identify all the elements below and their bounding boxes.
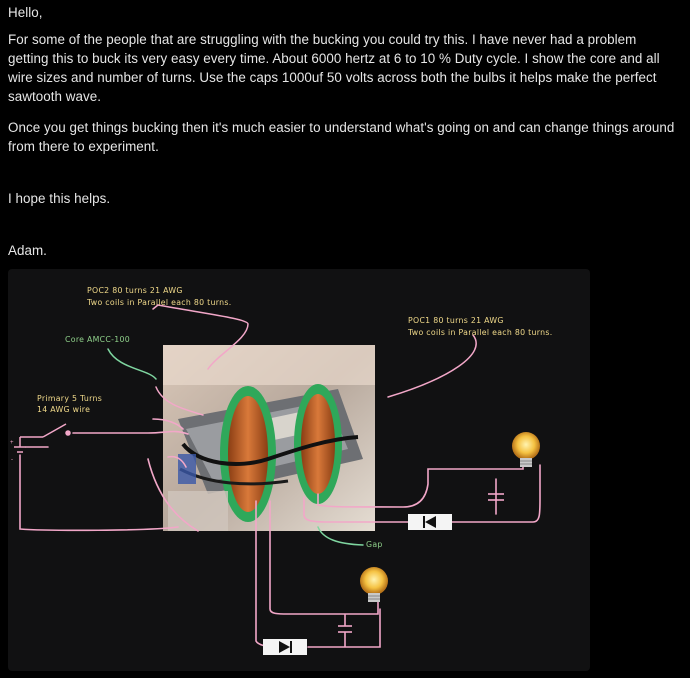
label-primary-line1: Primary 5 Turns (37, 394, 102, 403)
diagram-labels: POC2 80 turns 21 AWG Two coils in Parall… (37, 286, 553, 549)
paragraph-hope: I hope this helps. (8, 191, 111, 206)
label-poc2-line1: POC2 80 turns 21 AWG (87, 286, 183, 295)
label-poc2-line2: Two coils in Parallel each 80 turns. (86, 298, 232, 307)
label-primary-line2: 14 AWG wire (37, 405, 90, 414)
label-poc1-line1: POC1 80 turns 21 AWG (408, 316, 504, 325)
label-core: Core AMCC-100 (65, 335, 130, 344)
signoff: Adam. (8, 243, 47, 258)
diode-icon (263, 514, 452, 655)
svg-text:+: + (10, 440, 14, 446)
paragraph-bucking: Once you get things bucking then it's mu… (8, 120, 675, 154)
switch-icon (19, 423, 71, 447)
battery-icon: + - (10, 440, 26, 463)
label-poc1-line2: Two coils in Parallel each 80 turns. (407, 328, 553, 337)
circuit-diagram: + - (10, 286, 553, 655)
label-gap: Gap (366, 540, 383, 549)
capacitor-icon (338, 493, 504, 647)
annotation-arrows (107, 304, 477, 546)
light-bulb-icon (360, 567, 388, 602)
svg-text:-: - (11, 457, 13, 463)
paragraph-instructions: For some of the people that are struggli… (8, 32, 660, 104)
greeting: Hello, (8, 5, 43, 20)
transformer-photo (163, 345, 375, 531)
circuit-diagram-image: + - (8, 269, 590, 671)
light-bulb-icon (512, 432, 540, 467)
